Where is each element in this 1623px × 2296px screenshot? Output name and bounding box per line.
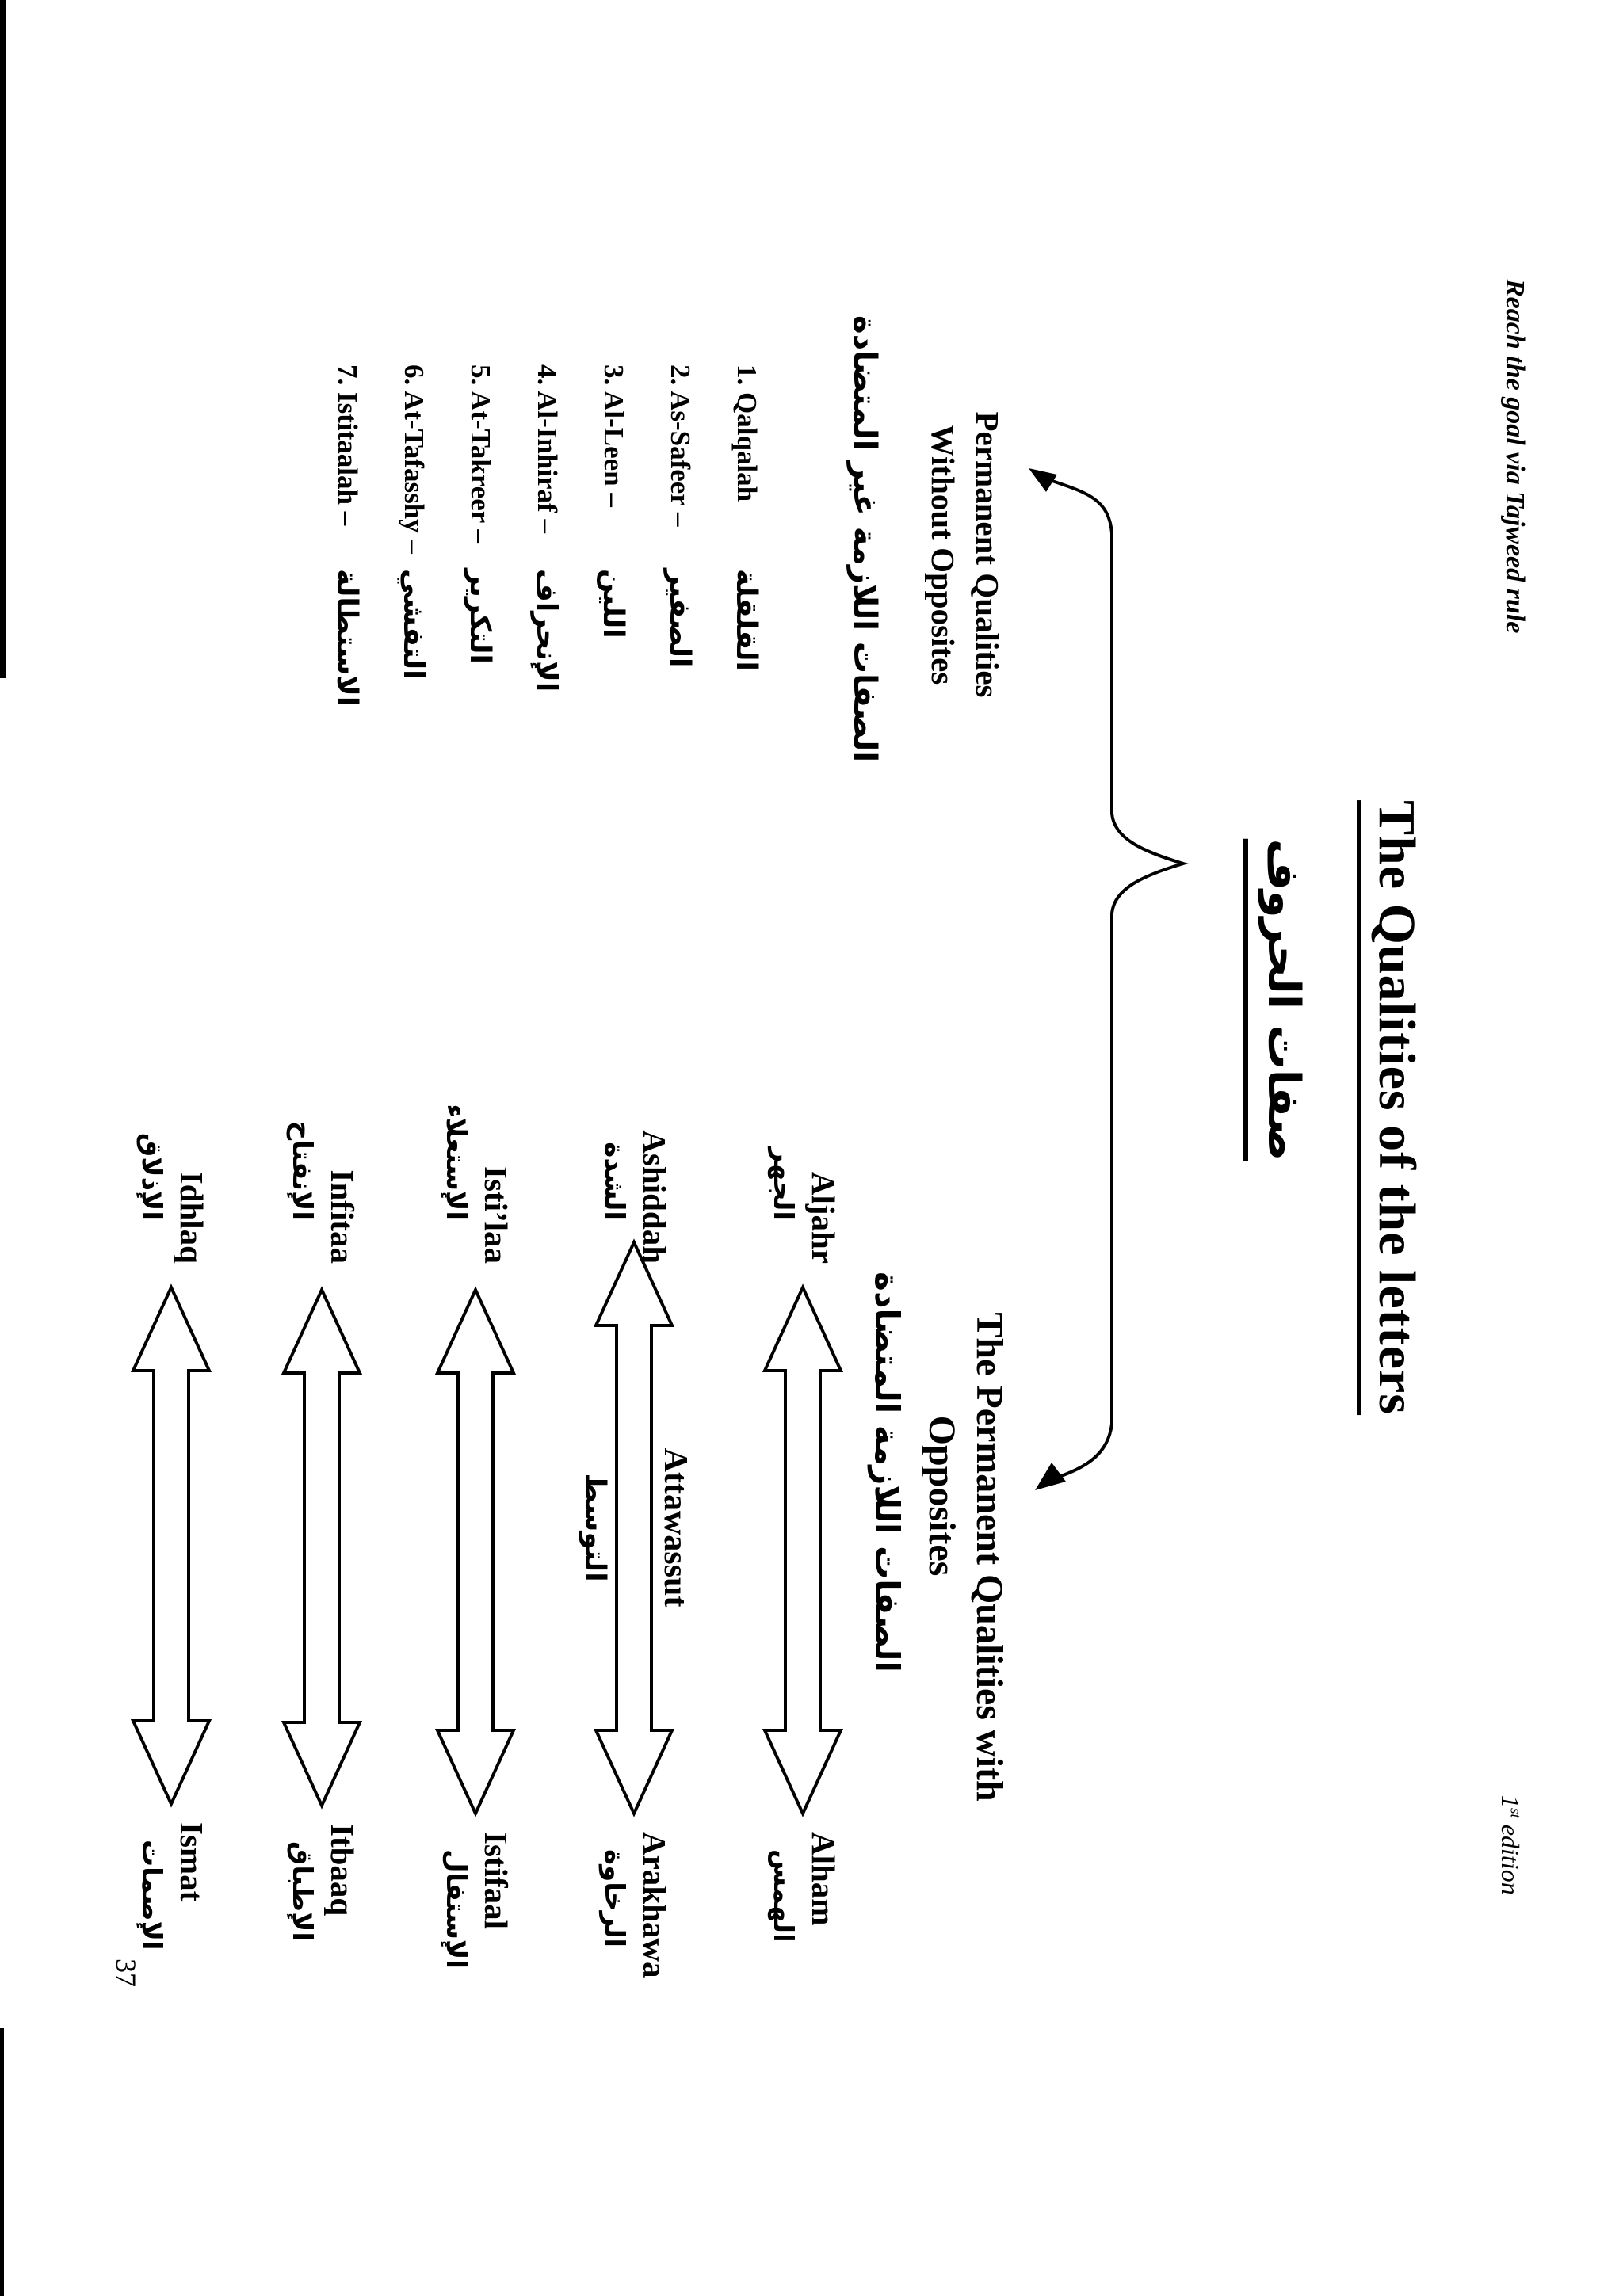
arrowhead-right-icon <box>1035 1463 1066 1490</box>
pair-right-en: Alham <box>805 1832 842 1926</box>
with-opposites-heading-arabic: الصفات اللازمة المتضادة <box>868 1272 907 1672</box>
brace-connector-icon <box>1029 468 1189 1490</box>
edition-ordinal-suffix: st <box>1507 1808 1524 1818</box>
without-opposites-heading-arabic: الصفات اللازمة غير المتضادة <box>846 315 883 763</box>
running-header-book-title: Reach the goal via Tajweed rule <box>1500 279 1529 634</box>
without-opposites-heading-line1: Permanent Qualities <box>969 411 1006 698</box>
double-arrow-icon <box>130 1283 212 1808</box>
pair-left-en: Aljahr <box>805 1171 842 1264</box>
pair-right-en: Istifaal <box>478 1832 514 1929</box>
pair-left-label: Isti’laa الإستعلاء <box>437 868 515 1264</box>
list-item: 2. As-Safeer – الصفير <box>647 364 713 808</box>
page-title-arabic: صفات الحروف <box>1243 838 1309 1161</box>
page-number: 37 <box>110 1958 142 1987</box>
pair-right-en: Itbaaq <box>324 1824 361 1917</box>
list-item: 7. Istitaalah – الاستطالة <box>314 364 380 808</box>
pair-left-en: Isti’laa <box>478 1166 514 1264</box>
pair-left-label: Infitaa الإنفتاح <box>284 868 361 1264</box>
pair-right-label: Alham الهمس <box>765 1832 842 2228</box>
pair-right-ar: الهمس <box>767 1849 799 1943</box>
pair-left-ar: الجهر <box>767 1146 799 1220</box>
pair-right-ar: الرخاوة <box>598 1849 630 1948</box>
list-item: 6. At-Tafasshy – التفشي <box>380 364 447 808</box>
pair-right-ar: الإصمات <box>136 1840 167 1951</box>
pair-right-ar: الإطباق <box>286 1841 318 1942</box>
arrowhead-left-icon <box>1029 468 1057 492</box>
pair-left-en: Idhlaq <box>174 1171 210 1264</box>
scan-edge-artifact <box>0 2028 4 2296</box>
list-item: 5. At-Takreer – التكرير <box>447 364 514 808</box>
pair-right-label: Arakhawa الرخاوة <box>596 1832 674 2228</box>
pair-middle-ar: التوسط <box>579 1473 611 1582</box>
pair-left-en: Infitaa <box>324 1169 361 1264</box>
list-item-en: 3. Al-Leen – <box>598 364 629 507</box>
page-title: The Qualities of the letters <box>1357 800 1426 1415</box>
double-arrow-icon <box>762 1283 844 1817</box>
list-item-ar: الصفير <box>663 569 697 668</box>
edition-number: 1 <box>1496 1795 1525 1808</box>
list-item-ar: الإنحراف <box>530 569 563 692</box>
list-item-ar: الاستطالة <box>330 569 364 707</box>
list-item-ar: التكرير <box>464 569 497 664</box>
double-arrow-icon <box>593 1238 675 1817</box>
list-item: 3. Al-Leen – اللين <box>580 364 647 808</box>
list-item-en: 7. Istitaalah – <box>332 364 363 526</box>
pair-left-label: Idhlaq الإذلاق <box>133 868 211 1264</box>
with-opposites-heading-line2: Opposites <box>921 1415 963 1577</box>
list-item: 4. Al-Inhiraf – الإنحراف <box>514 364 580 808</box>
list-item-en: 1. Qalqalah <box>731 364 762 502</box>
list-item-ar: اللين <box>597 569 630 639</box>
pair-middle-en: Attawassut <box>657 1447 693 1608</box>
list-item: 1. Qalqalah القلقلة <box>713 364 780 808</box>
pair-left-label: Aljahr الجهر <box>765 868 842 1264</box>
without-opposites-heading-line2: Without Opposites <box>925 424 961 685</box>
list-item-en: 4. Al-Inhiraf – <box>532 364 563 533</box>
pair-right-en: Ismat <box>174 1822 210 1902</box>
double-arrow-icon <box>434 1286 517 1817</box>
pair-right-label: Istifaal الإستفال <box>437 1832 515 2228</box>
edition-word: edition <box>1496 1817 1525 1895</box>
scan-edge-artifact <box>0 0 6 678</box>
pair-right-en: Arakhawa <box>636 1832 673 1978</box>
list-item-ar: القلقلة <box>730 569 763 671</box>
list-item-ar: التفشي <box>397 569 430 680</box>
pair-left-label: Ashiddah الشدة <box>596 868 674 1264</box>
running-header-edition: 1st edition <box>1495 1795 1525 1895</box>
pair-right-ar: الإستفال <box>440 1849 472 1970</box>
list-item-en: 2. As-Safeer – <box>665 364 696 527</box>
list-item-en: 5. At-Takreer – <box>465 364 496 543</box>
with-opposites-heading-line1: The Permanent Qualities with <box>968 1312 1010 1802</box>
pair-left-ar: الإذلاق <box>136 1132 167 1220</box>
pair-left-ar: الإنفتاح <box>286 1120 318 1220</box>
pair-right-label: Ismat الإصمات <box>133 1822 211 2218</box>
double-arrow-icon <box>281 1286 363 1810</box>
pair-left-ar: الإستعلاء <box>440 1104 472 1220</box>
pair-left-ar: الشدة <box>598 1142 630 1220</box>
pair-right-label: Itbaaq الإطباق <box>284 1824 361 2220</box>
pair-left-en: Ashiddah <box>636 1130 673 1264</box>
list-item-en: 6. At-Tafasshy – <box>399 364 430 554</box>
